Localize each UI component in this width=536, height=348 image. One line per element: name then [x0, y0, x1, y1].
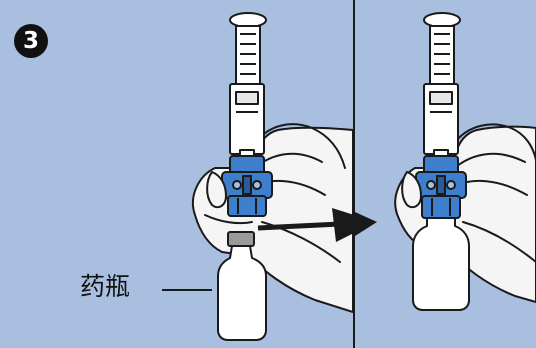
syringe [424, 13, 460, 158]
panel-after [355, 0, 536, 348]
panel-after-illustration [355, 0, 536, 348]
medicine-vial [413, 218, 469, 310]
syringe [230, 13, 266, 158]
vial-body [413, 218, 469, 310]
panel-before: 3 药瓶 [0, 0, 353, 348]
panel-before-illustration [0, 0, 353, 348]
vial-cap [228, 232, 254, 246]
vial-adapter-connector [222, 156, 272, 216]
vial-label: 药瓶 [80, 274, 130, 299]
step-number-badge: 3 [14, 24, 48, 58]
vial-adapter-connector [416, 156, 466, 218]
plunger-thumb-rest [230, 13, 266, 27]
